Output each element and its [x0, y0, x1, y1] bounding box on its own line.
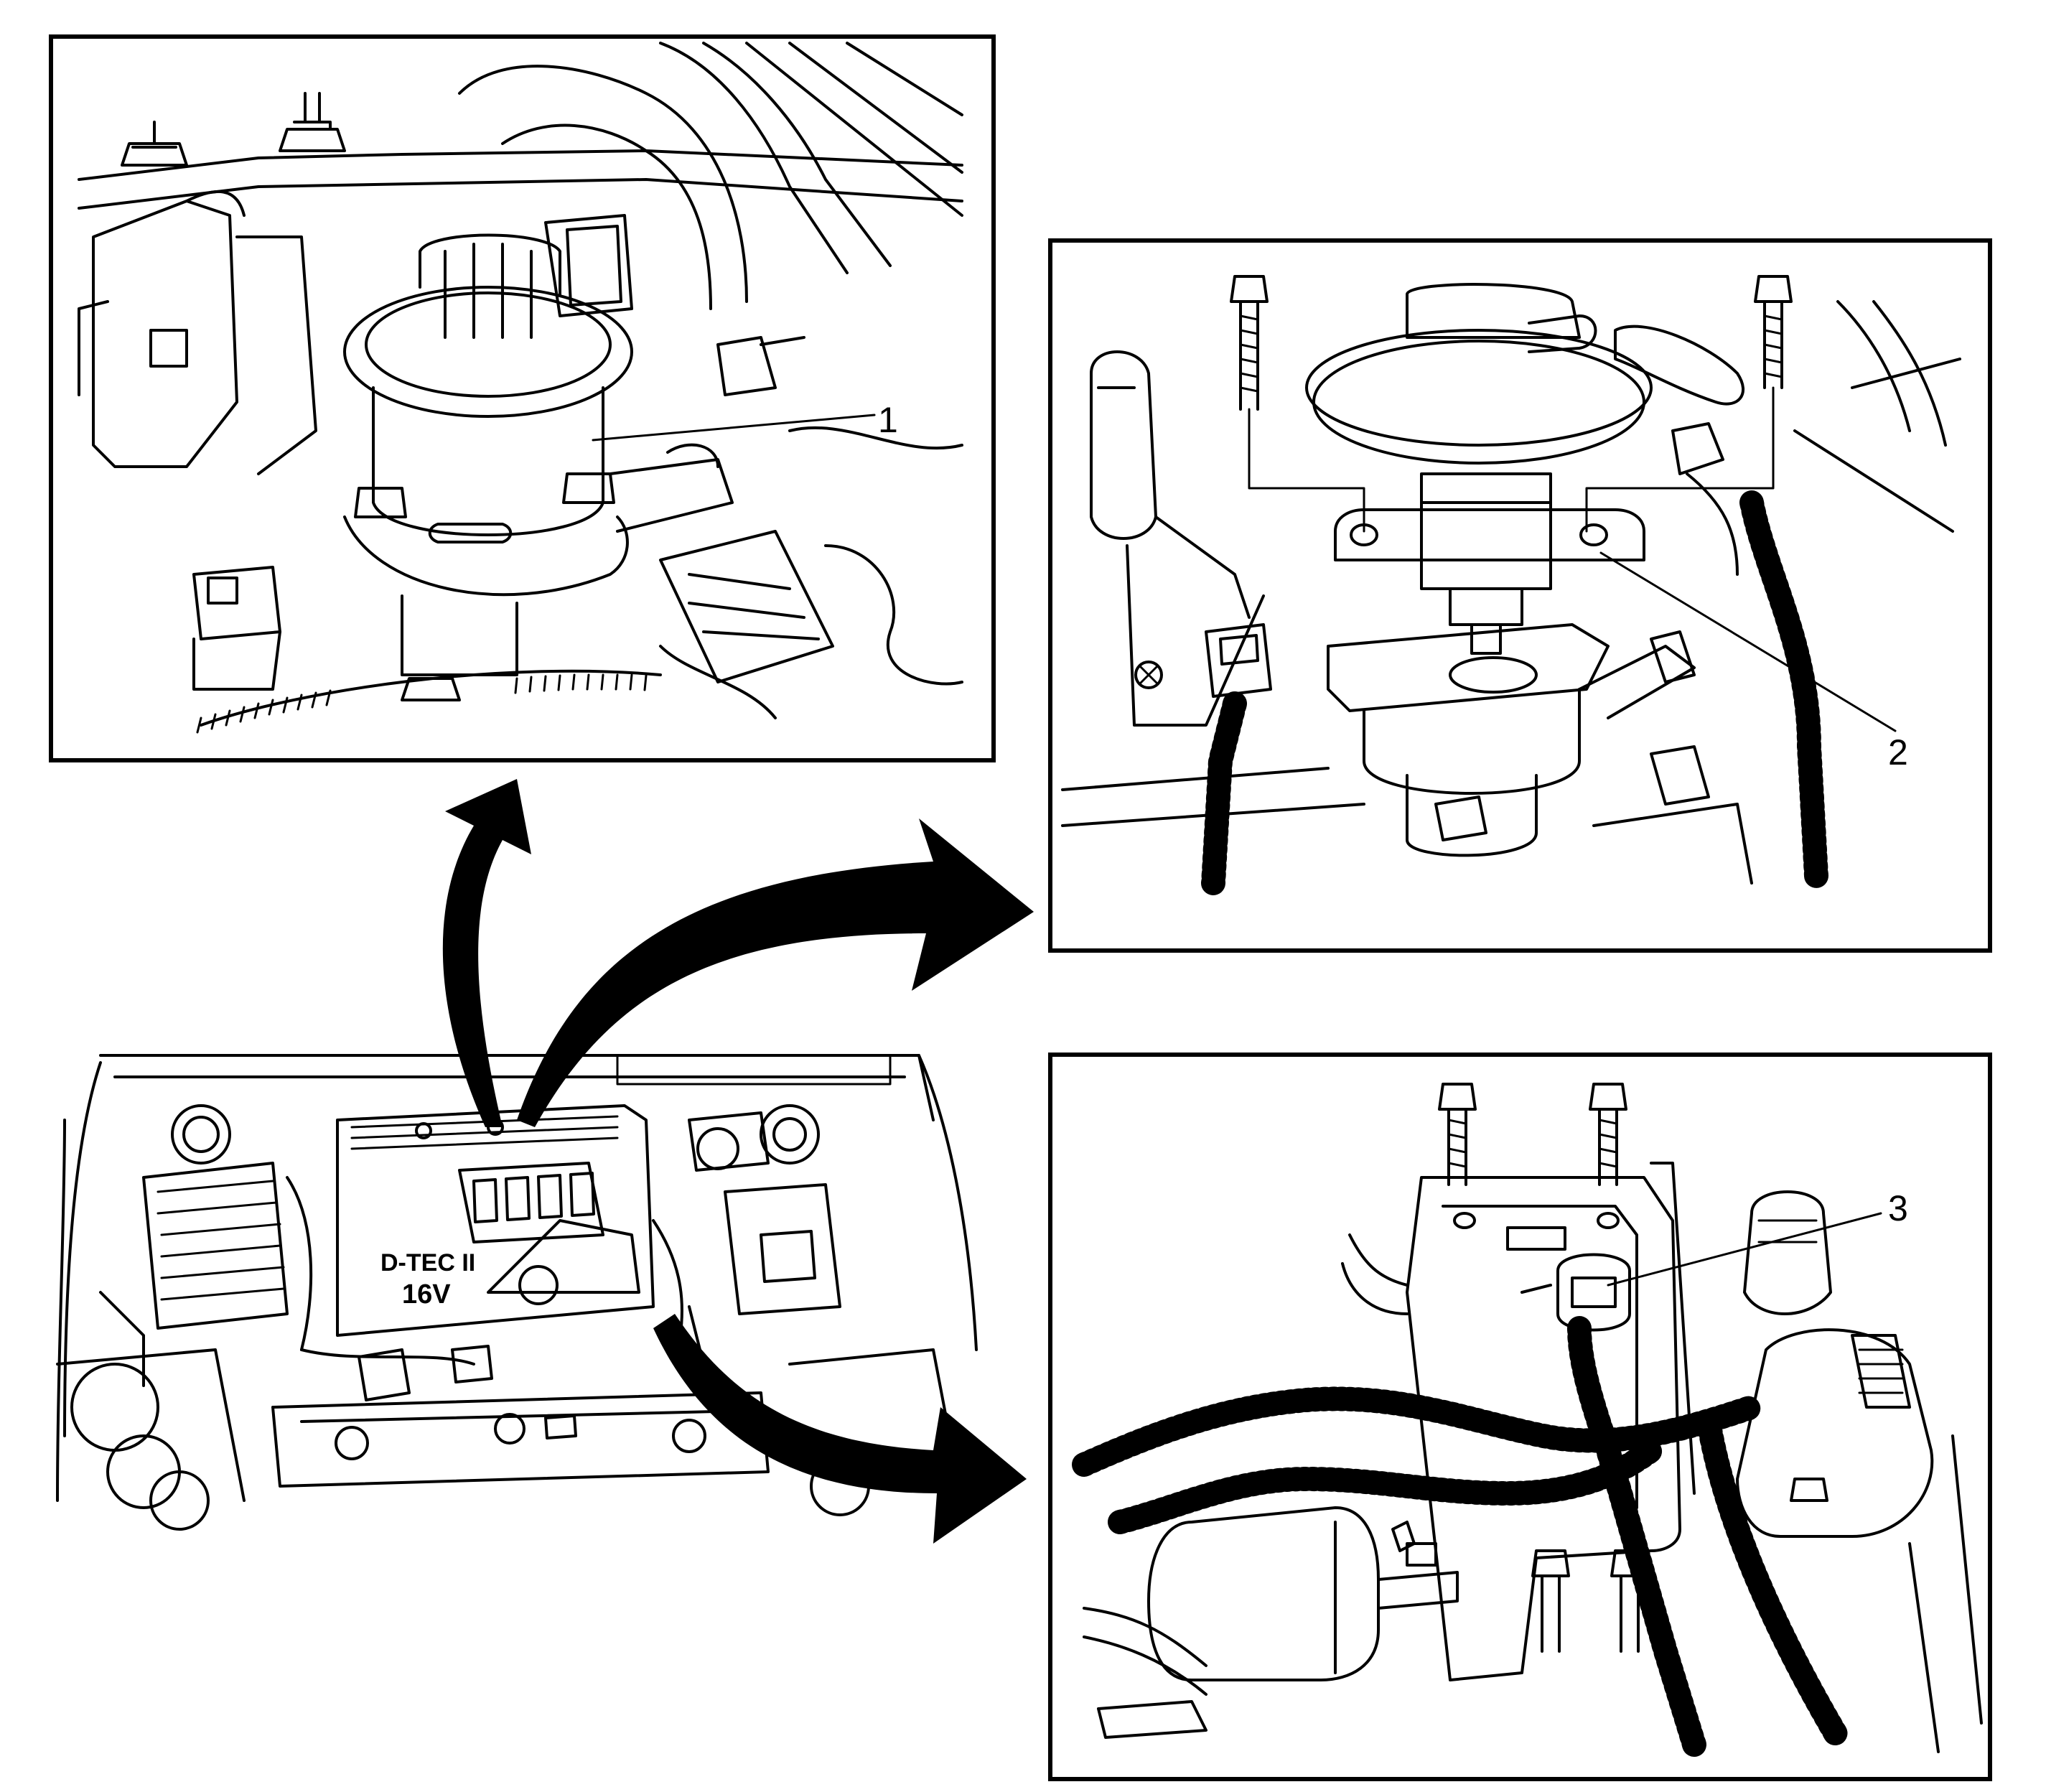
egr-valve-top-flange: [343, 286, 633, 418]
callout-1-leader: [592, 414, 876, 442]
engine-cover: [336, 1104, 655, 1337]
inset-egr-valve-top: 1: [49, 34, 996, 762]
inset-3-drawing: [1072, 1083, 1983, 1757]
pointer-arrows: [442, 779, 1034, 1544]
egr-bolt-right: [1754, 275, 1793, 303]
inset-wiring-bracket: 3: [1048, 1053, 1992, 1781]
callout-3-leader: [1607, 1212, 1882, 1287]
inset-2-frame: [1048, 238, 1992, 953]
engine-16v-label: 16V: [402, 1279, 451, 1310]
starter-motor: [1147, 1506, 1380, 1681]
egr-valve-connector: [544, 214, 633, 317]
egr-bolt-left: [1230, 275, 1269, 303]
fuse-box: [142, 1162, 289, 1330]
callout-1-label: 1: [878, 400, 898, 440]
bracket-bolt-top-right: [1589, 1083, 1627, 1111]
harness-right-inset-2: [1739, 490, 1828, 888]
harness-left-inset-2: [1201, 691, 1247, 895]
inset-2-drawing: [1061, 275, 1961, 895]
callout-2-leader: [1599, 551, 1897, 732]
wiring-harness-right: [1696, 1409, 1850, 1750]
mounting-bracket: [1406, 1176, 1681, 1681]
egr-valve-body: [372, 386, 604, 536]
arrow-to-inset-2: [517, 818, 1034, 1127]
wiring-harness-main: [1072, 1386, 1764, 1477]
wiring-harness-down: [1567, 1316, 1706, 1757]
arrow-to-inset-3: [653, 1314, 1027, 1544]
arrow-to-inset-1: [442, 779, 531, 1127]
callout-2-label: 2: [1888, 732, 1908, 773]
egr-valve-body-side: [1420, 472, 1552, 590]
bracket-bolt-top-left: [1438, 1083, 1477, 1111]
inset-1-frame: [49, 34, 996, 762]
front-cross-member: [271, 1391, 770, 1488]
oil-filler-cap: [518, 1265, 559, 1305]
battery: [724, 1183, 841, 1315]
callout-3-label: 3: [1888, 1188, 1908, 1228]
inset-egr-valve-side: 2: [1048, 238, 1992, 953]
engine-badge: D-TEC II: [380, 1249, 475, 1277]
inset-1-drawing: [78, 42, 963, 734]
alternator: [1736, 1328, 1934, 1538]
wiring-harness-lower: [1108, 1438, 1663, 1534]
